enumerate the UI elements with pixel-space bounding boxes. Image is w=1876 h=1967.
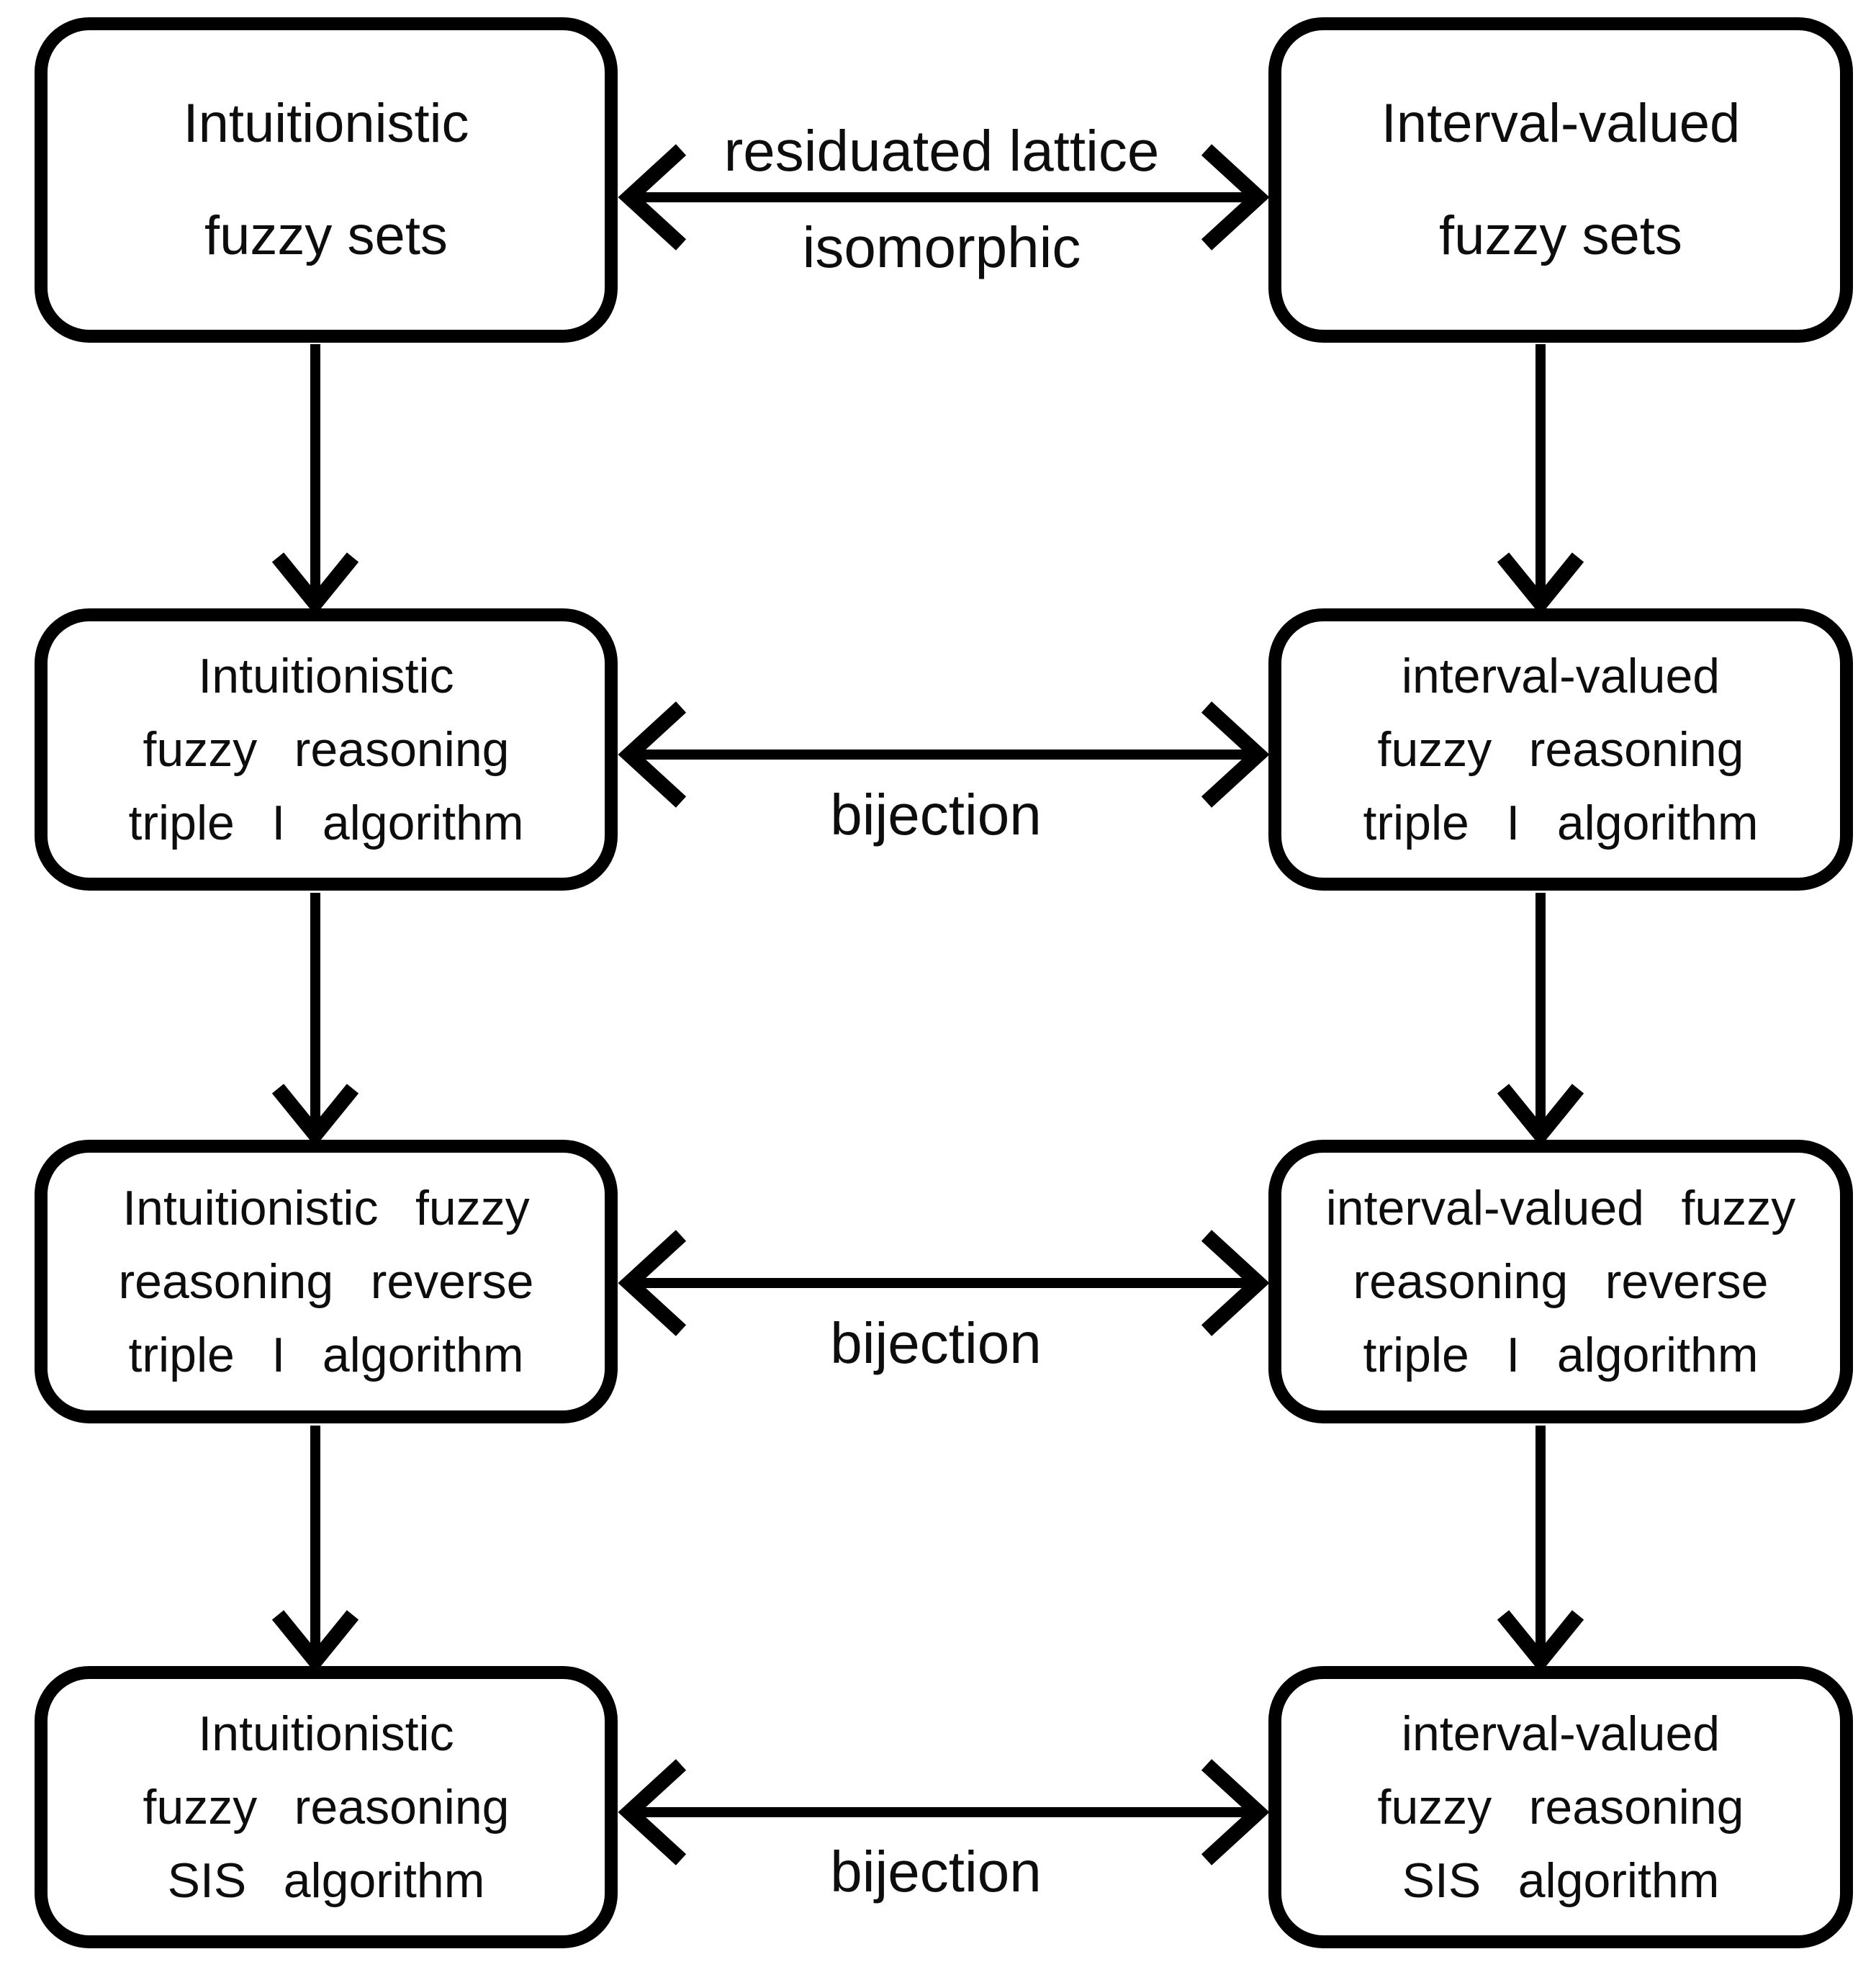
down-arrow-right-1	[1497, 344, 1584, 616]
node-text-line: fuzzy sets	[1439, 205, 1682, 266]
node-text-line: Intuitionistic	[183, 93, 469, 155]
edge-label-bijection-row4: bijection	[830, 1840, 1042, 1904]
edge-label-bijection-row3: bijection	[830, 1311, 1042, 1375]
node-text-line: fuzzy reasoning	[1377, 722, 1744, 777]
edge-label-residuated-lattice: residuated lattice	[723, 119, 1160, 183]
node-text-line: interval-valued	[1401, 1706, 1721, 1761]
node-text-line: triple I algorithm	[1363, 796, 1759, 850]
node-text-line: Interval-valued	[1381, 93, 1741, 155]
down-arrow-left-2	[271, 893, 359, 1147]
node-interval-valued-triple-i-algorithm: interval-valued fuzzy reasoning triple I…	[1268, 608, 1853, 891]
down-arrow-left-1	[271, 344, 359, 616]
node-text-line: fuzzy sets	[204, 205, 448, 266]
edge-label-bijection-row2: bijection	[830, 783, 1042, 847]
node-text-line: triple I algorithm	[1363, 1328, 1759, 1382]
edge-label-isomorphic: isomorphic	[802, 215, 1081, 279]
node-text-line: Intuitionistic	[198, 649, 454, 703]
node-intuitionistic-triple-i-algorithm: Intuitionistic fuzzy reasoning triple I …	[35, 608, 618, 891]
node-intuitionistic-sis-algorithm: Intuitionistic fuzzy reasoning SIS algor…	[35, 1666, 618, 1948]
node-interval-valued-reverse-triple-i-algorithm: interval-valued fuzzy reasoning reverse …	[1268, 1140, 1853, 1423]
node-text-line: triple I algorithm	[128, 796, 524, 850]
node-text-line: interval-valued	[1401, 649, 1721, 703]
node-text-line: triple I algorithm	[128, 1328, 524, 1382]
node-intuitionistic-fuzzy-sets: Intuitionistic fuzzy sets	[35, 17, 618, 343]
node-interval-valued-fuzzy-sets: Interval-valued fuzzy sets	[1268, 17, 1853, 343]
down-arrow-right-2	[1497, 893, 1584, 1147]
node-text-line: Intuitionistic fuzzy	[122, 1181, 530, 1235]
down-arrow-left-3	[271, 1426, 359, 1673]
node-intuitionistic-reverse-triple-i-algorithm: Intuitionistic fuzzy reasoning reverse t…	[35, 1140, 618, 1423]
node-interval-valued-sis-algorithm: interval-valued fuzzy reasoning SIS algo…	[1268, 1666, 1853, 1948]
node-text-line: SIS algorithm	[1402, 1853, 1720, 1908]
node-text-line: reasoning reverse	[118, 1254, 534, 1309]
node-text-line: interval-valued fuzzy	[1325, 1181, 1796, 1235]
node-text-line: SIS algorithm	[167, 1853, 485, 1908]
node-text-line: fuzzy reasoning	[1377, 1780, 1744, 1835]
down-arrow-right-3	[1497, 1426, 1584, 1673]
node-text-line: reasoning reverse	[1353, 1254, 1769, 1309]
node-text-line: fuzzy reasoning	[143, 1780, 510, 1835]
node-text-line: Intuitionistic	[198, 1706, 454, 1761]
node-text-line: fuzzy reasoning	[143, 722, 510, 777]
